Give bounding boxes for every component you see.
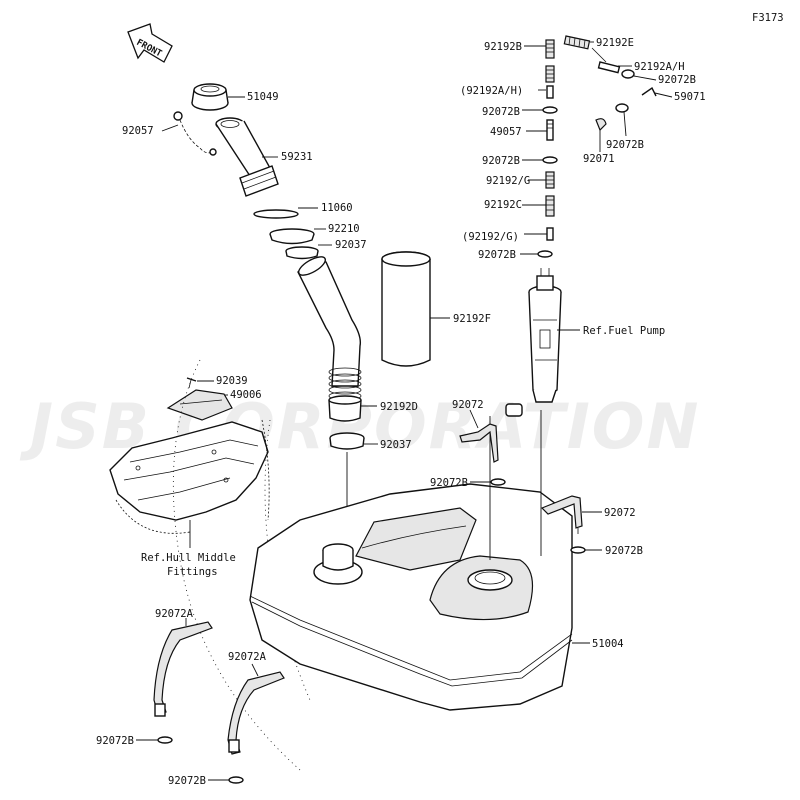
label-92072B-vent-2: 92072B xyxy=(482,155,520,167)
tank-band-left xyxy=(459,403,523,463)
label-92072B-strap-1: 92072B xyxy=(96,735,134,747)
label-92210: 92210 xyxy=(328,223,360,235)
label-92192B-top: 92192B xyxy=(484,41,522,53)
strap-clip-left xyxy=(157,736,173,744)
label-ref-hull-fittings: Fittings xyxy=(167,566,218,578)
label-ref-hull: Ref.Hull Middle xyxy=(141,552,236,564)
hose-clamp-top xyxy=(285,246,319,260)
strap-clip-right xyxy=(228,776,244,784)
label-92192F: 92192F xyxy=(453,313,491,325)
label-ref-fuel-pump: Ref.Fuel Pump xyxy=(583,325,665,337)
tank-strap-right xyxy=(227,671,285,755)
label-11060: 11060 xyxy=(321,202,353,214)
band-clip-left xyxy=(490,478,506,486)
tank-strap-left xyxy=(153,621,213,717)
label-92072B-vent-1: 92072B xyxy=(482,106,520,118)
fuel-cap xyxy=(191,83,229,111)
fuel-tank xyxy=(249,483,573,711)
label-92072B-strap-2: 92072B xyxy=(168,775,206,787)
label-92192C: 92192C xyxy=(484,199,522,211)
label-92192E: 92192E xyxy=(596,37,634,49)
label-92072B-right: 92072B xyxy=(658,74,696,86)
label-92071: 92071 xyxy=(583,153,615,165)
label-92072A-left: 92072A xyxy=(155,608,194,620)
label-59071: 59071 xyxy=(674,91,706,103)
label-92192D: 92192D xyxy=(380,401,418,413)
label-92037-top: 92037 xyxy=(335,239,367,251)
label-92192G-paren: (92192/G) xyxy=(462,231,519,243)
label-92072-left: 92072 xyxy=(452,399,484,411)
hose-clamp-bottom xyxy=(329,432,365,450)
hose-sleeve xyxy=(381,251,431,367)
o-ring xyxy=(253,209,299,219)
hull-fittings-reference xyxy=(109,419,270,534)
label-51049: 51049 xyxy=(247,91,279,103)
label-92072A-right: 92072A xyxy=(228,651,267,663)
neck-ring xyxy=(269,228,315,245)
label-59231: 59231 xyxy=(281,151,313,163)
hull-clip xyxy=(186,377,197,389)
label-49057: 49057 xyxy=(490,126,522,138)
label-92072B-band-1: 92072B xyxy=(430,477,468,489)
label-92037-bottom: 92037 xyxy=(380,439,412,451)
filler-hose xyxy=(297,256,362,422)
fuel-pump-reference xyxy=(528,268,562,403)
vent-hose-stack xyxy=(537,35,657,258)
label-51004: 51004 xyxy=(592,638,624,650)
label-92072B-right-2: 92072B xyxy=(606,139,644,151)
label-92192AH-paren: (92192A/H) xyxy=(460,85,523,97)
label-92192G: 92192/G xyxy=(486,175,530,187)
label-92057: 92057 xyxy=(122,125,154,137)
label-92072B-vent-3: 92072B xyxy=(478,249,516,261)
label-92072B-band-2: 92072B xyxy=(605,545,643,557)
label-92072-right: 92072 xyxy=(604,507,636,519)
figure-code: F3173 xyxy=(752,12,784,24)
filler-neck xyxy=(215,117,279,197)
label-49006: 49006 xyxy=(230,389,262,401)
tank-band-right xyxy=(540,495,583,534)
label-92192AH: 92192A/H xyxy=(634,61,685,73)
band-clip-right xyxy=(570,546,586,554)
tether-cord xyxy=(173,111,217,156)
bracket-part xyxy=(166,389,233,421)
label-92039: 92039 xyxy=(216,375,248,387)
front-arrow-icon: FRONT xyxy=(127,23,173,63)
